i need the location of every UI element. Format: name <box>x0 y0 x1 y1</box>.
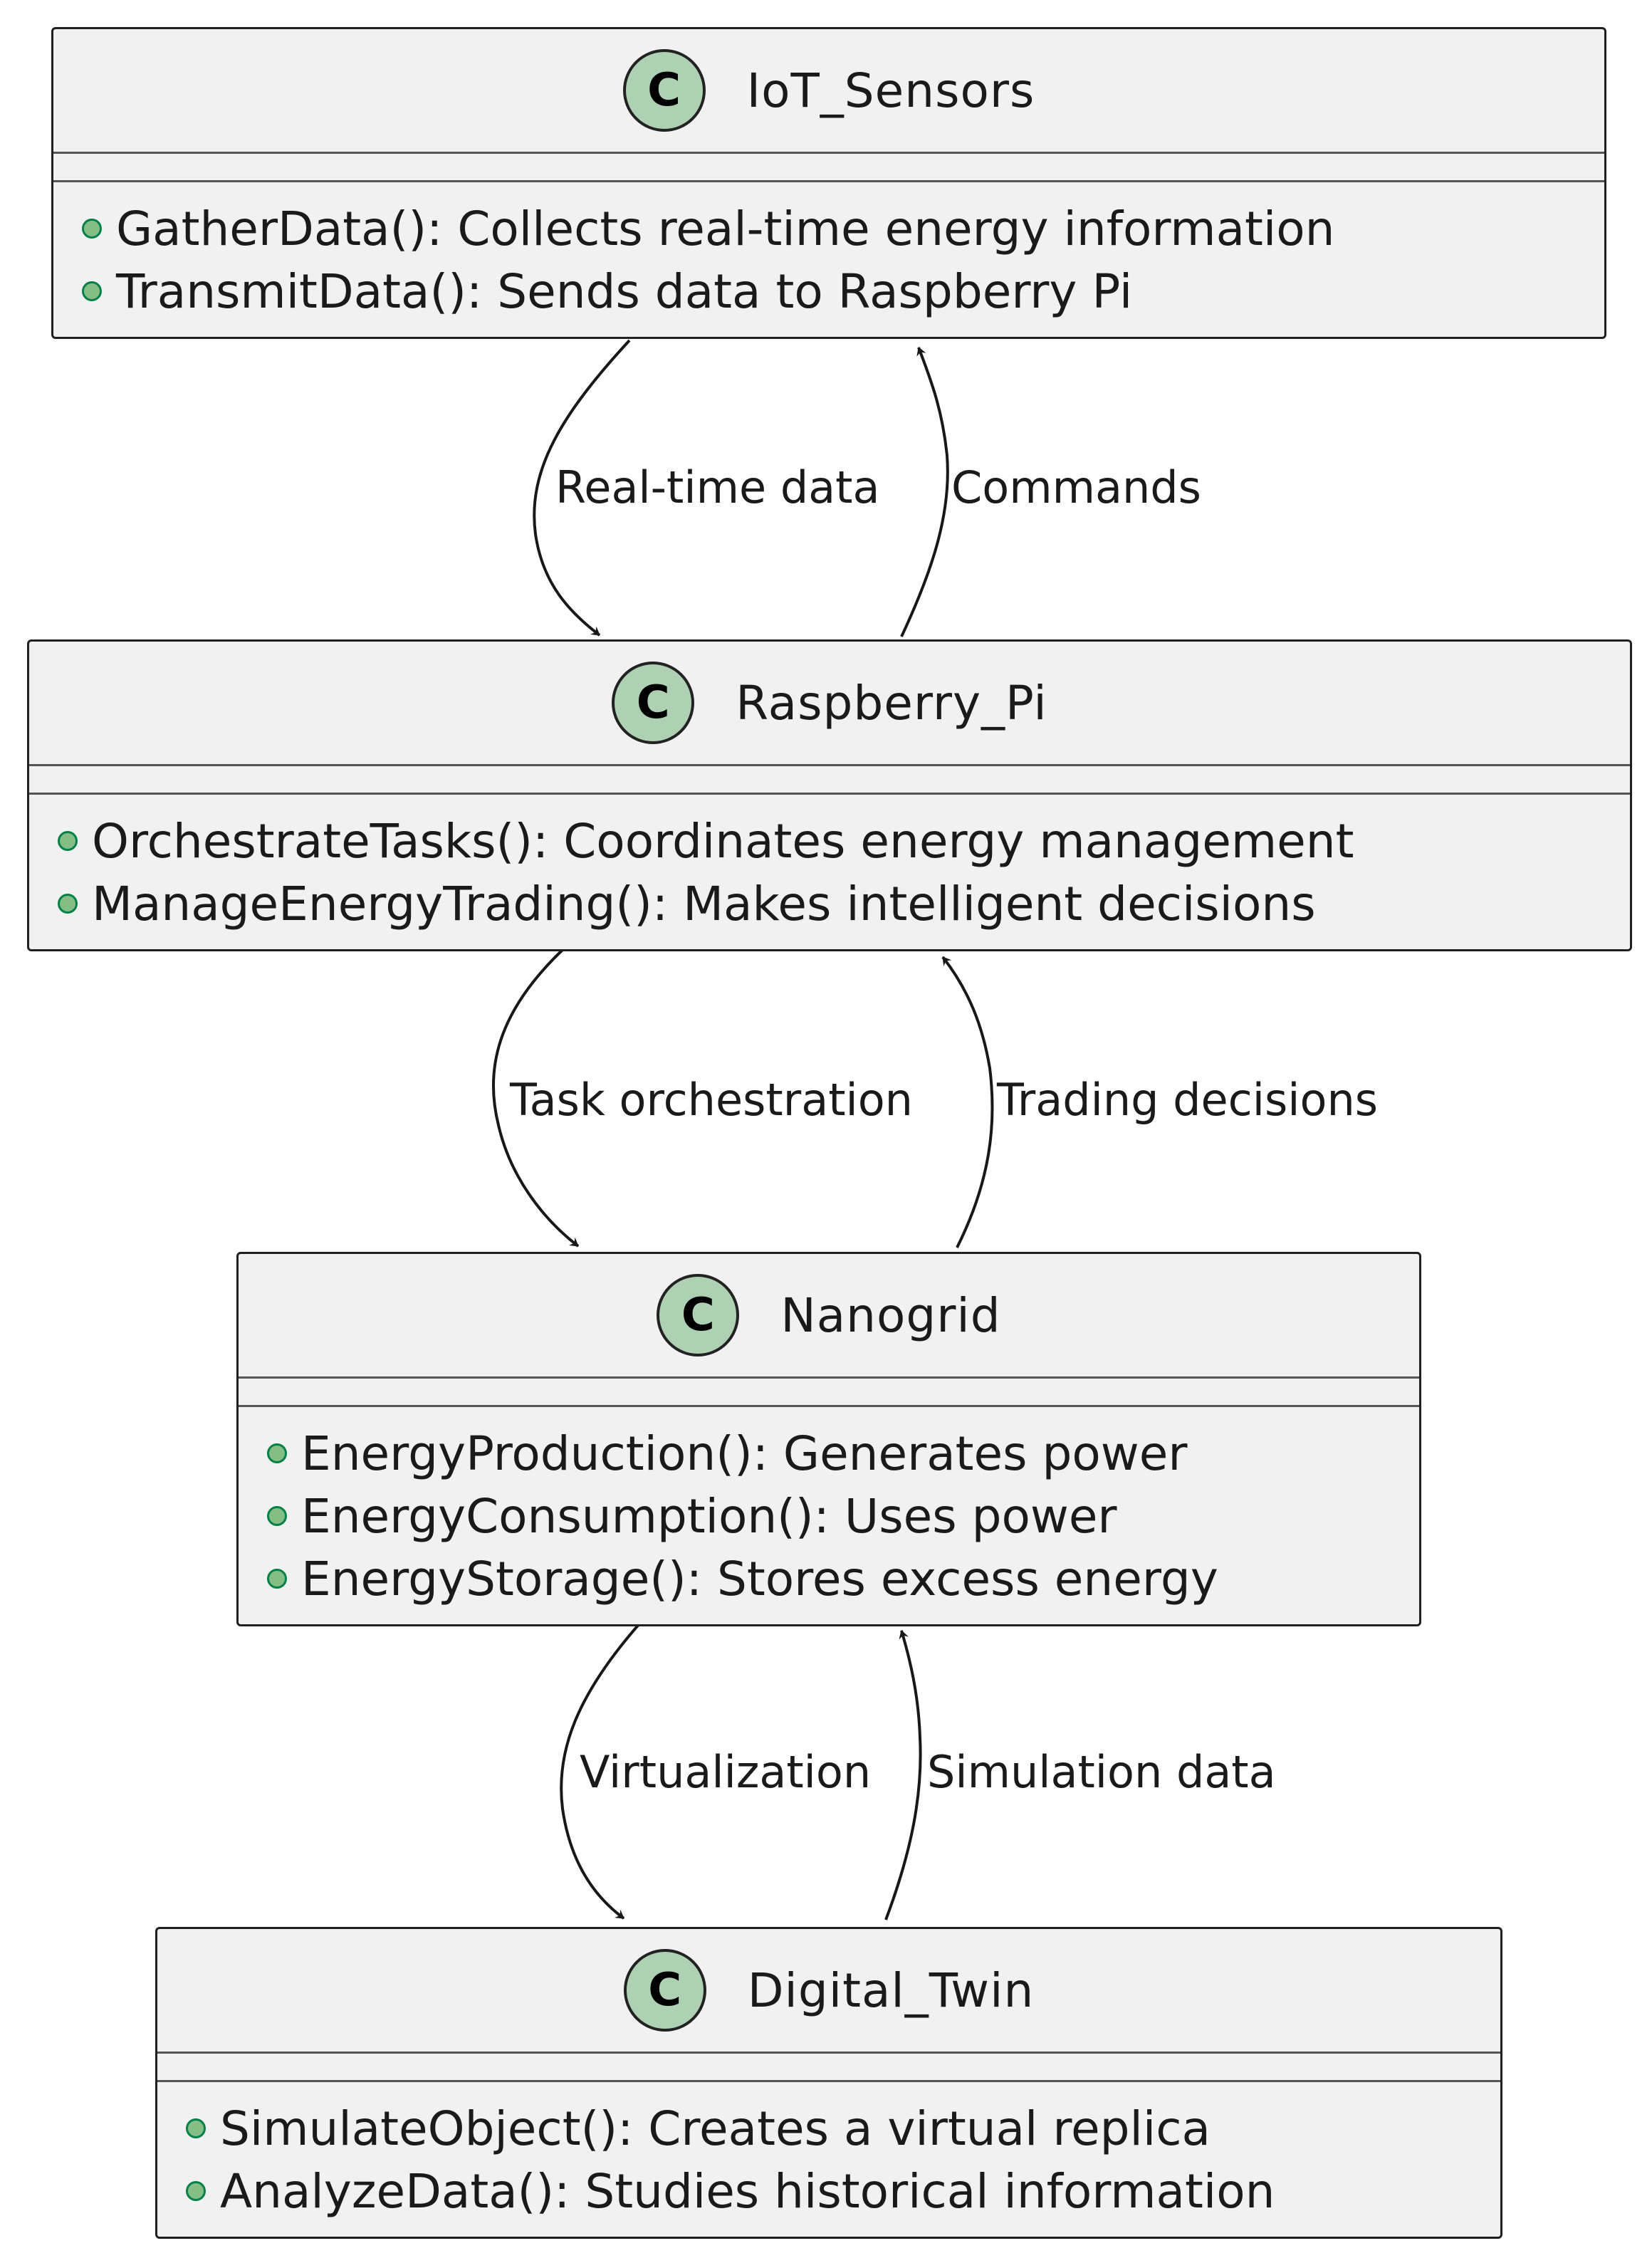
method-signature: TransmitData(): Sends data to Raspberry … <box>116 263 1133 319</box>
method-signature: GatherData(): Collects real-time energy … <box>116 201 1335 256</box>
method-item: SimulateObject(): Creates a virtual repl… <box>157 2097 1500 2160</box>
public-visibility-icon <box>82 281 102 301</box>
attributes-divider <box>157 2052 1500 2054</box>
relation-nanogrid-to-twin <box>560 1621 642 1920</box>
class-header: C Digital_Twin <box>157 1929 1500 2052</box>
public-visibility-icon <box>58 831 78 851</box>
class-name: IoT_Sensors <box>746 63 1035 118</box>
relation-pi-to-iot <box>900 347 949 637</box>
relation-label-trading-decisions: Trading decisions <box>997 1074 1379 1126</box>
class-iot-sensors[interactable]: C IoT_Sensors GatherData(): Collects rea… <box>51 27 1606 339</box>
public-visibility-icon <box>267 1506 287 1526</box>
methods-divider <box>239 1405 1419 1407</box>
method-signature: ManageEnergyTrading(): Makes intelligent… <box>92 876 1316 931</box>
method-item: EnergyStorage(): Stores excess energy <box>239 1547 1419 1610</box>
method-item: TransmitData(): Sends data to Raspberry … <box>53 260 1604 323</box>
method-item: EnergyConsumption(): Uses power <box>239 1485 1419 1547</box>
attributes-divider <box>53 152 1604 154</box>
relation-label-virtualization: Virtualization <box>580 1746 872 1798</box>
methods-divider <box>29 793 1630 795</box>
relation-label-commands: Commands <box>951 461 1201 513</box>
class-header: C Raspberry_Pi <box>29 642 1630 764</box>
relation-label-real-time-data: Real-time data <box>555 461 880 513</box>
methods-divider <box>157 2080 1500 2082</box>
method-list: EnergyProduction(): Generates power Ener… <box>239 1422 1419 1610</box>
class-badge-icon: C <box>622 49 706 132</box>
attributes-divider <box>239 1376 1419 1379</box>
methods-divider <box>53 180 1604 182</box>
method-item: AnalyzeData(): Studies historical inform… <box>157 2160 1500 2222</box>
class-badge-icon: C <box>657 1274 740 1357</box>
class-name: Nanogrid <box>780 1287 1001 1343</box>
method-list: SimulateObject(): Creates a virtual repl… <box>157 2097 1500 2222</box>
relation-iot-to-pi <box>533 339 631 637</box>
attributes-divider <box>29 764 1630 766</box>
class-badge-icon: C <box>612 662 695 744</box>
public-visibility-icon <box>267 1569 287 1589</box>
method-item: ManageEnergyTrading(): Makes intelligent… <box>29 872 1630 935</box>
relation-label-task-orchestration: Task orchestration <box>510 1074 913 1126</box>
method-item: EnergyProduction(): Generates power <box>239 1422 1419 1485</box>
class-name: Raspberry_Pi <box>736 675 1047 731</box>
public-visibility-icon <box>58 894 78 914</box>
class-badge-icon: C <box>623 1949 706 2032</box>
relation-twin-to-nanogrid <box>884 1630 922 1920</box>
relation-pi-to-nanogrid <box>491 948 580 1248</box>
method-signature: EnergyProduction(): Generates power <box>301 1426 1188 1481</box>
method-signature: EnergyStorage(): Stores excess energy <box>301 1551 1218 1606</box>
method-list: GatherData(): Collects real-time energy … <box>53 197 1604 323</box>
method-signature: OrchestrateTasks(): Coordinates energy m… <box>92 813 1354 869</box>
class-raspberry-pi[interactable]: C Raspberry_Pi OrchestrateTasks(): Coord… <box>27 639 1632 951</box>
public-visibility-icon <box>267 1443 287 1463</box>
public-visibility-icon <box>82 219 102 239</box>
relation-nanogrid-to-pi <box>941 956 994 1248</box>
relation-label-simulation-data: Simulation data <box>927 1746 1276 1798</box>
class-digital-twin[interactable]: C Digital_Twin SimulateObject(): Creates… <box>155 1927 1502 2239</box>
method-list: OrchestrateTasks(): Coordinates energy m… <box>29 810 1630 935</box>
method-signature: SimulateObject(): Creates a virtual repl… <box>220 2101 1211 2156</box>
method-signature: EnergyConsumption(): Uses power <box>301 1488 1117 1544</box>
method-signature: AnalyzeData(): Studies historical inform… <box>220 2163 1275 2219</box>
class-header: C Nanogrid <box>239 1254 1419 1376</box>
method-item: OrchestrateTasks(): Coordinates energy m… <box>29 810 1630 872</box>
class-name: Digital_Twin <box>747 1963 1035 2018</box>
method-item: GatherData(): Collects real-time energy … <box>53 197 1604 260</box>
public-visibility-icon <box>186 2118 206 2138</box>
public-visibility-icon <box>186 2181 206 2201</box>
class-header: C IoT_Sensors <box>53 29 1604 152</box>
class-nanogrid[interactable]: C Nanogrid EnergyProduction(): Generates… <box>236 1252 1421 1626</box>
